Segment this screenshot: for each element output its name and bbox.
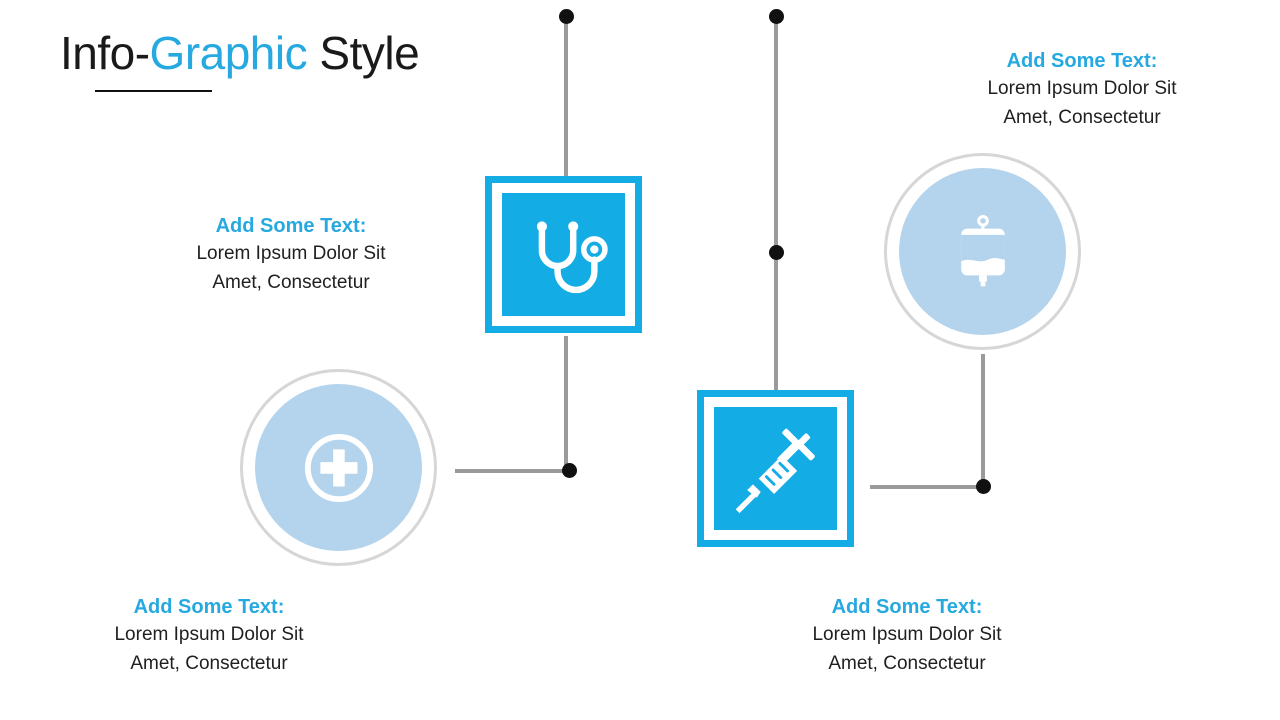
text-line1-syringe: Lorem Ipsum Dolor Sit xyxy=(812,624,1002,646)
page-title: Info-Graphic Style xyxy=(60,27,420,79)
node-dot-iv xyxy=(976,479,991,494)
title-part-plain-2: Style xyxy=(307,27,420,79)
text-line2-stethoscope: Amet, Consectetur xyxy=(212,271,370,293)
text-line2-medical-cross: Amet, Consectetur xyxy=(130,652,288,674)
icon-tile-iv-bag[interactable] xyxy=(884,153,1081,350)
text-heading-iv-bag: Add Some Text: xyxy=(1006,50,1158,72)
title-part-accent: Graphic xyxy=(149,27,308,79)
text-line2-syringe: Amet, Consectetur xyxy=(828,652,986,674)
syringe-icon xyxy=(735,428,815,513)
connector-line-stethoscope-top xyxy=(564,16,568,178)
connector-line-iv-vertical xyxy=(981,354,985,489)
text-line1-iv-bag: Lorem Ipsum Dolor Sit xyxy=(987,78,1177,100)
text-block-syringe: Add Some Text: Lorem Ipsum Dolor Sit Ame… xyxy=(757,593,1057,678)
text-heading-syringe: Add Some Text: xyxy=(831,596,983,618)
node-dot-stethoscope-top xyxy=(559,9,574,24)
text-line2-iv-bag: Amet, Consectetur xyxy=(1003,106,1161,128)
iv-drip-bag-icon xyxy=(960,214,1006,286)
title-block: Info-Graphic Style xyxy=(60,27,420,92)
text-block-iv-bag: Add Some Text: Lorem Ipsum Dolor Sit Ame… xyxy=(932,47,1232,132)
icon-tile-iv-bag-inner xyxy=(899,168,1066,335)
icon-tile-stethoscope-inner xyxy=(502,193,625,316)
text-heading-medical-cross: Add Some Text: xyxy=(133,596,285,618)
node-dot-syringe-top xyxy=(769,9,784,24)
text-block-medical-cross: Add Some Text: Lorem Ipsum Dolor Sit Ame… xyxy=(59,593,359,678)
connector-line-syringe-top xyxy=(774,16,778,392)
icon-tile-medical-cross[interactable] xyxy=(240,369,437,566)
text-heading-stethoscope: Add Some Text: xyxy=(215,215,367,237)
connector-line-iv-horizontal xyxy=(870,485,985,489)
title-underline xyxy=(95,90,212,92)
node-dot-iv-branch xyxy=(769,245,784,260)
node-dot-cross xyxy=(562,463,577,478)
text-line1-medical-cross: Lorem Ipsum Dolor Sit xyxy=(114,624,304,646)
stethoscope-icon xyxy=(536,220,608,293)
icon-tile-medical-cross-inner xyxy=(255,384,422,551)
icon-tile-stethoscope[interactable] xyxy=(485,176,642,333)
medical-cross-icon xyxy=(304,433,373,502)
icon-tile-syringe[interactable] xyxy=(697,390,854,547)
connector-line-cross-horizontal xyxy=(455,469,570,473)
connector-line-cross-vertical xyxy=(564,336,568,473)
title-part-plain-1: Info- xyxy=(60,27,150,79)
icon-tile-syringe-inner xyxy=(714,407,837,530)
text-line1-stethoscope: Lorem Ipsum Dolor Sit xyxy=(196,243,386,265)
text-block-stethoscope: Add Some Text: Lorem Ipsum Dolor Sit Ame… xyxy=(141,212,441,297)
